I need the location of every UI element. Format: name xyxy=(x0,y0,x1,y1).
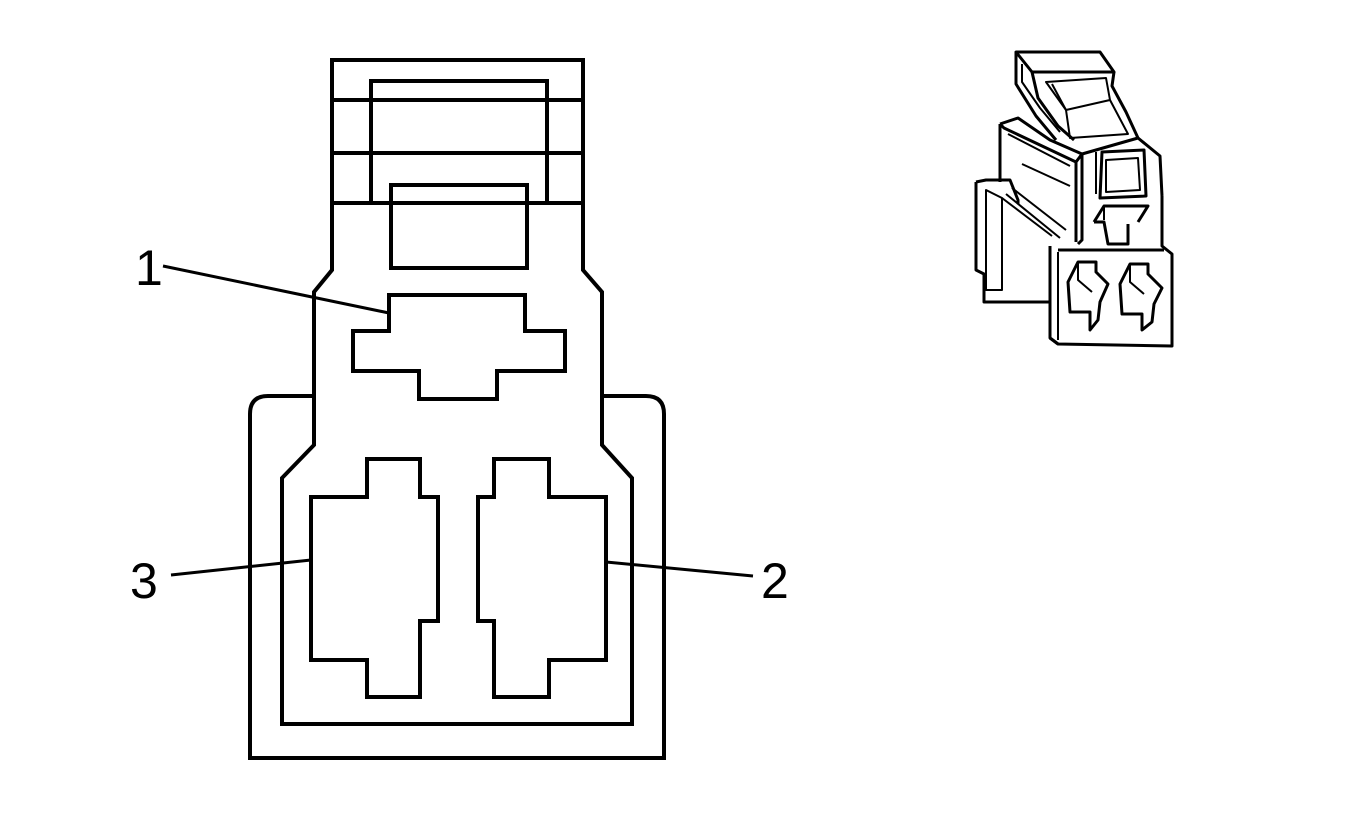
connector-isometric-view xyxy=(974,50,1174,348)
terminal-cavity-1 xyxy=(351,293,567,401)
leader-line-1 xyxy=(162,264,390,315)
callout-1: 1 xyxy=(135,240,163,296)
connector-face-view: 1 2 3 xyxy=(130,58,789,760)
callout-3: 3 xyxy=(130,553,158,609)
connector-outline xyxy=(248,58,666,760)
leader-line-2 xyxy=(605,560,754,578)
leader-line-3 xyxy=(170,558,312,577)
locking-latch xyxy=(332,79,583,270)
terminal-cavity-3 xyxy=(309,457,440,699)
callout-2: 2 xyxy=(761,553,789,609)
terminal-cavity-2 xyxy=(476,457,608,699)
connector-inner-outline xyxy=(280,396,634,726)
